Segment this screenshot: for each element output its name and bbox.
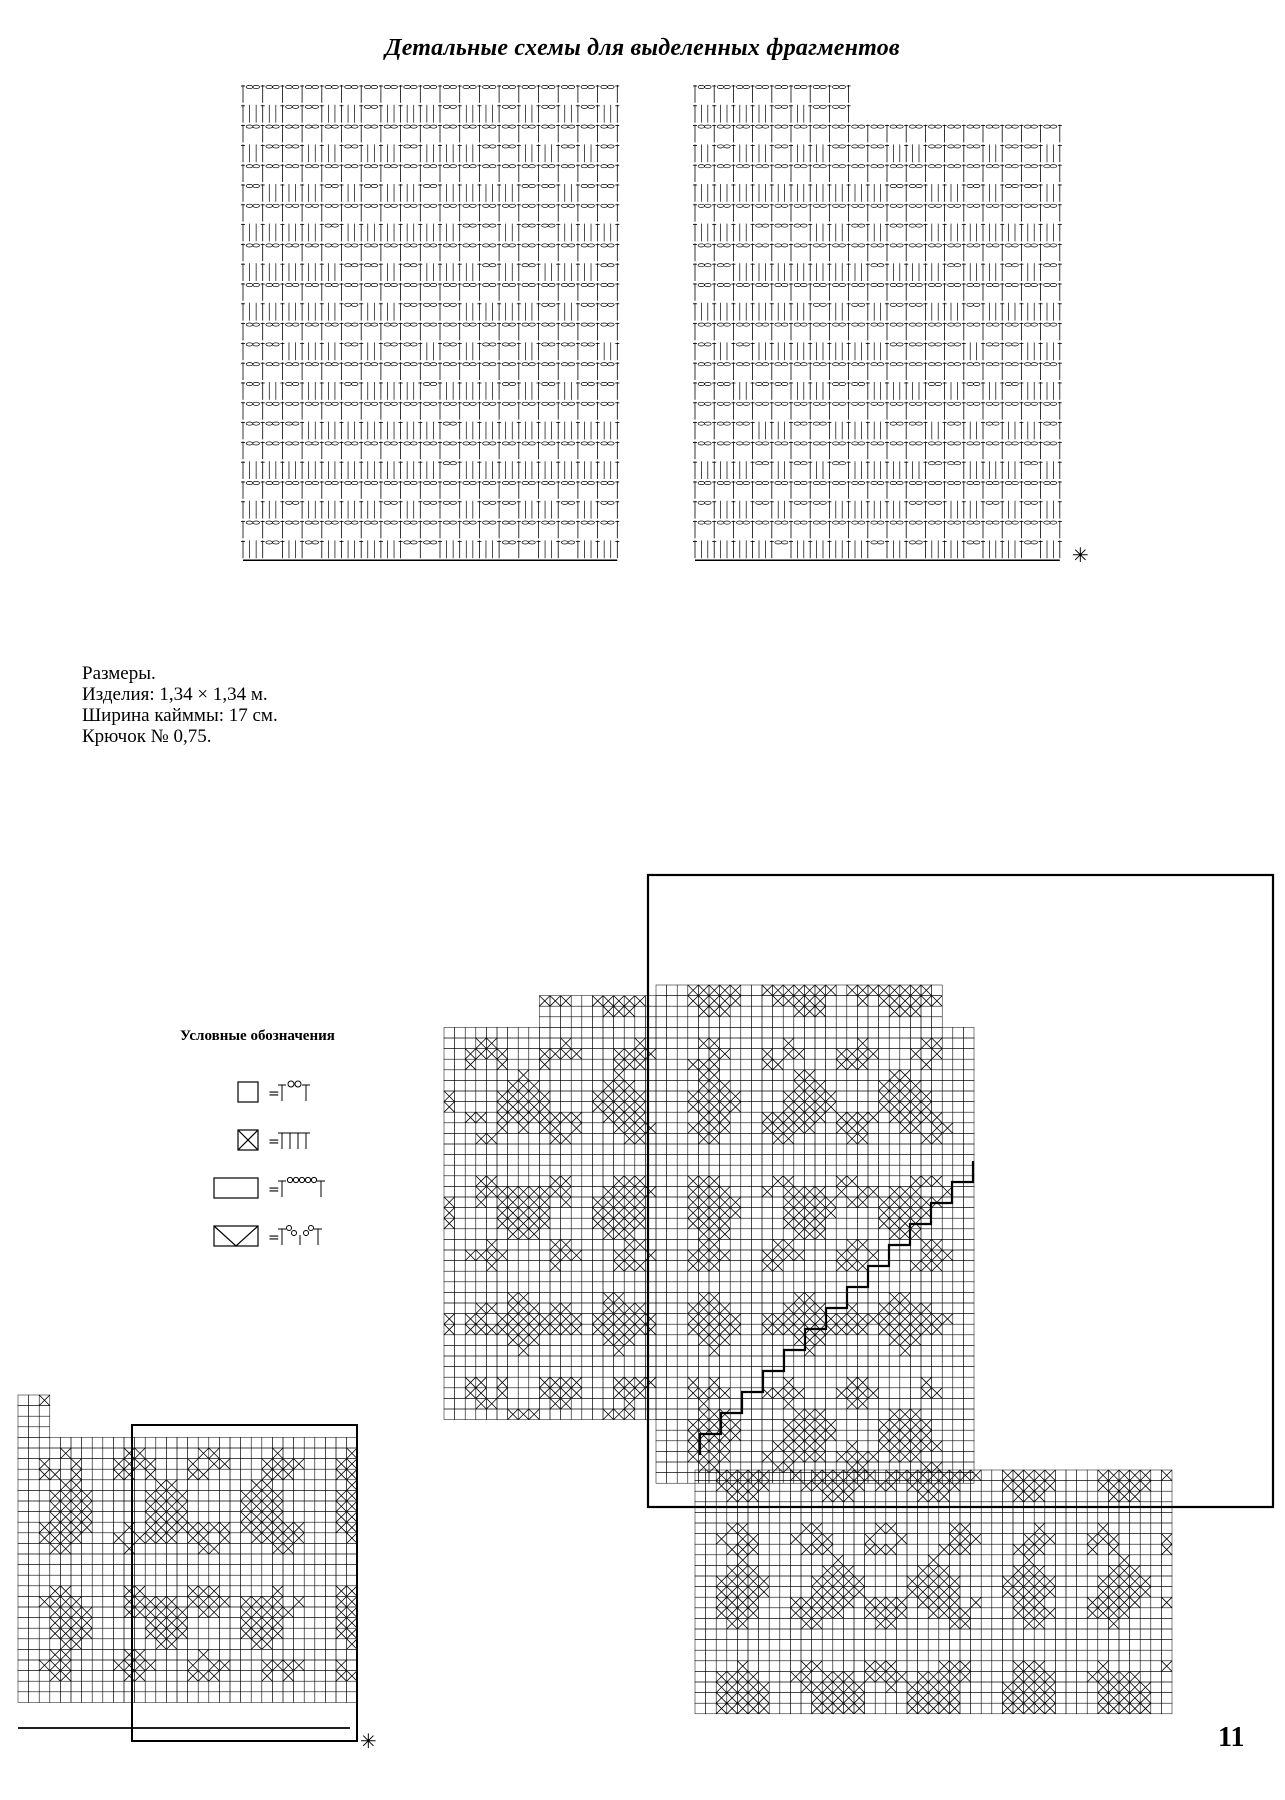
- legend-item-rectangle: =: [210, 1173, 370, 1203]
- legend-item-v: =: [210, 1221, 370, 1251]
- start-marker-icon: ✳: [1072, 543, 1089, 567]
- page-title: Детальные схемы для выделенных фрагменто…: [385, 35, 900, 61]
- detail-scheme-left: [241, 85, 620, 561]
- sizes-heading: Размеры.: [82, 663, 156, 684]
- filet-chart-main: [443, 873, 1275, 1715]
- sizes-border-width: Ширина кайммы: 17 см.: [82, 705, 278, 726]
- sizes-hook: Крючок № 0,75.: [82, 726, 212, 747]
- sizes-item: Изделия: 1,34 × 1,34 м.: [82, 684, 268, 705]
- legend-item-empty: =: [210, 1077, 350, 1107]
- start-marker-icon: ✳: [360, 1729, 377, 1753]
- wide-rectangle-icon: =: [213, 1176, 325, 1199]
- legend-title: Условные обозначения: [180, 1028, 335, 1044]
- detail-scheme-right: [693, 85, 1062, 561]
- v-lacet-icon: =: [213, 1225, 322, 1247]
- legend-item-crossed: =: [210, 1125, 350, 1155]
- page-number: 11: [1218, 1722, 1245, 1753]
- filet-chart-border: [17, 1394, 358, 1742]
- crossed-square-icon: =: [237, 1129, 310, 1151]
- empty-square-icon: =: [237, 1080, 310, 1103]
- sizes-block: Размеры. Изделия: 1,34 × 1,34 м. Ширина …: [82, 663, 278, 747]
